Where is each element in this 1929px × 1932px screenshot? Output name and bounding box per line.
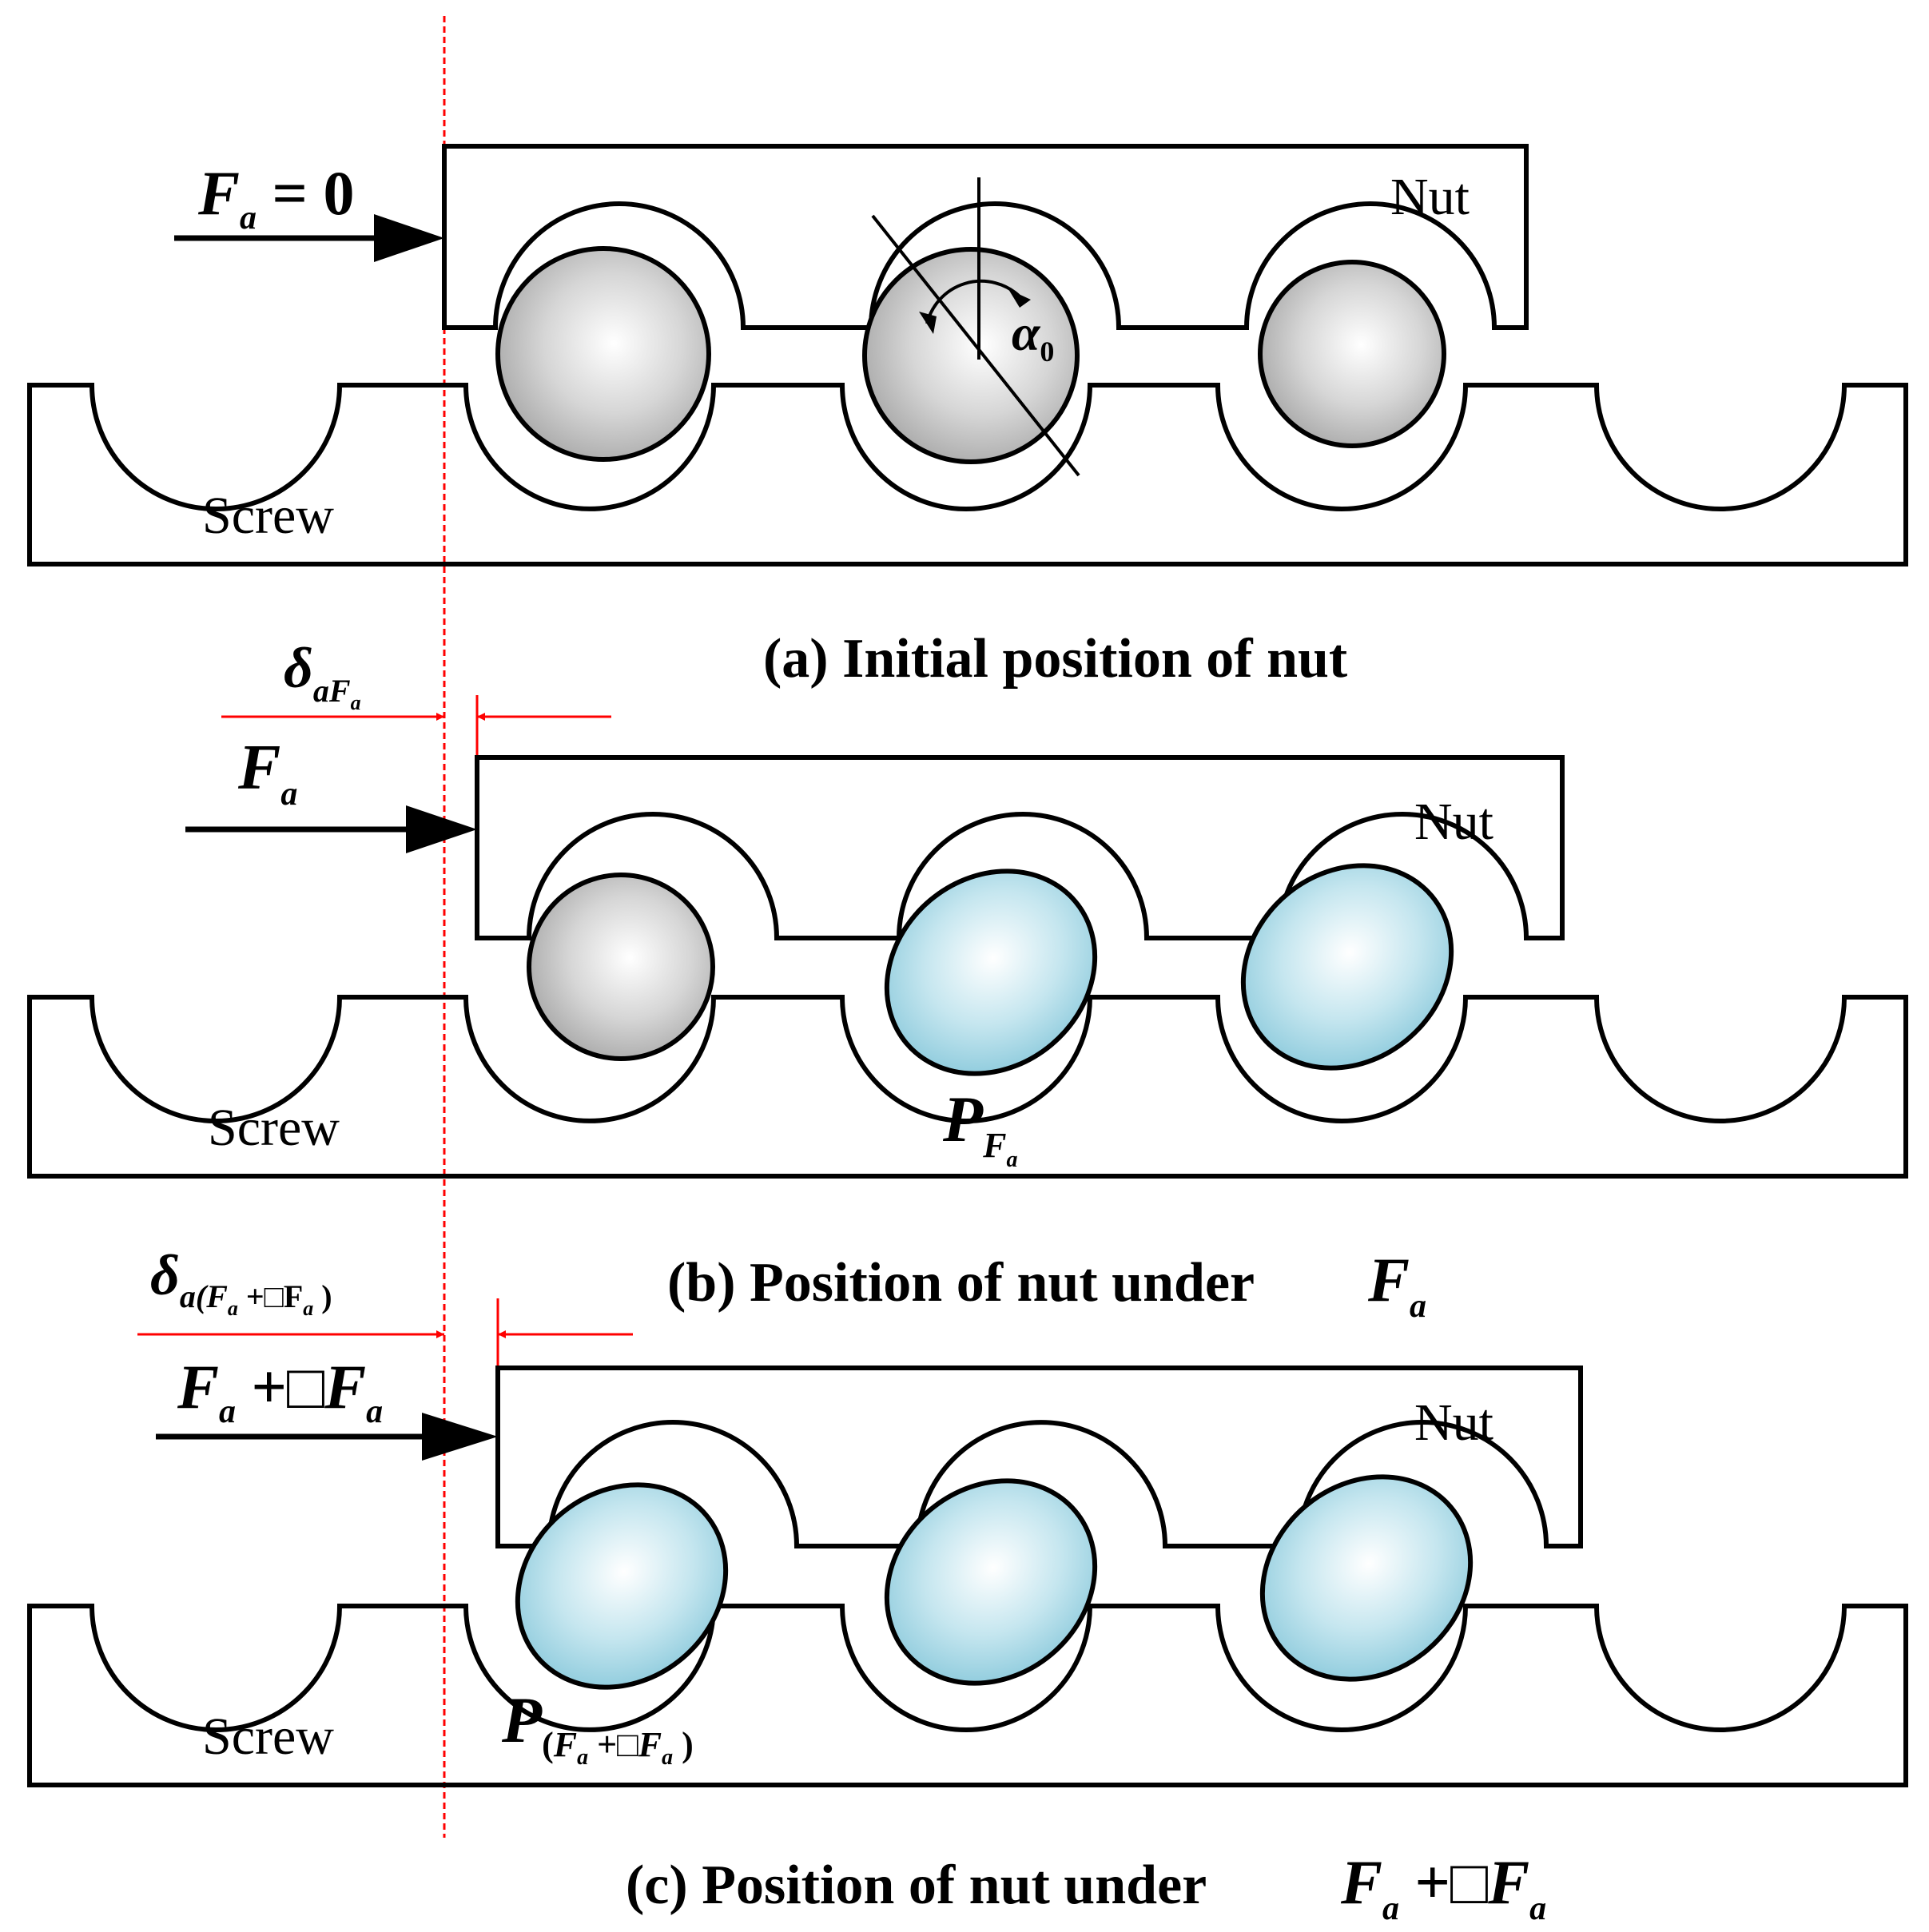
ball <box>495 246 711 462</box>
panel-a: α0 Fa = 0 Nut Screw (a) Initial position… <box>27 144 1908 690</box>
panel-b: δaFa Fa PFa Nut Screw (b) Position of nu… <box>27 636 1908 1325</box>
contact-line <box>871 214 1080 477</box>
caption-c: (c) Position of nut under <box>626 1854 1207 1916</box>
screw-label: Screw <box>208 1099 340 1157</box>
screw-body <box>27 383 1908 566</box>
nut-body <box>495 1366 1583 1548</box>
nut-body <box>475 755 1565 940</box>
ball <box>1258 260 1446 448</box>
loaded-ball <box>884 869 1098 1076</box>
force-label: Fa = 0 <box>197 158 354 237</box>
displacement-label: δaFa <box>284 636 361 714</box>
ball <box>527 873 715 1061</box>
nut-body <box>442 144 1529 330</box>
caption-c-math: Fa +□Fa <box>1340 1847 1546 1927</box>
screw-body <box>27 995 1908 1179</box>
nut-label: Nut <box>1390 168 1470 226</box>
loaded-ball <box>515 1482 729 1690</box>
point-label: PFa <box>942 1083 1017 1172</box>
caption-a: (a) Initial position of nut <box>763 628 1347 690</box>
angle-arc <box>925 279 1020 324</box>
force-label: Fa <box>237 733 297 813</box>
nut-label: Nut <box>1414 793 1493 851</box>
caption-b: (b) Position of nut under <box>667 1252 1255 1314</box>
screw-body <box>27 1604 1908 1787</box>
loaded-ball <box>1240 863 1454 1071</box>
screw-label: Screw <box>202 487 334 545</box>
loaded-ball <box>1259 1474 1474 1682</box>
displacement-label: δa(Fa +□Fa ) <box>150 1243 332 1320</box>
screw-label: Screw <box>202 1707 334 1766</box>
loaded-ball <box>884 1478 1098 1686</box>
panel-c: δa(Fa +□Fa ) Fa +□Fa P(Fa +□Fa ) Nut Scr… <box>27 1243 1908 1927</box>
point-label: P(Fa +□Fa ) <box>501 1684 694 1770</box>
force-label: Fa +□Fa <box>177 1352 383 1430</box>
caption-b-math: Fa <box>1367 1245 1426 1325</box>
nut-label: Nut <box>1414 1393 1493 1452</box>
